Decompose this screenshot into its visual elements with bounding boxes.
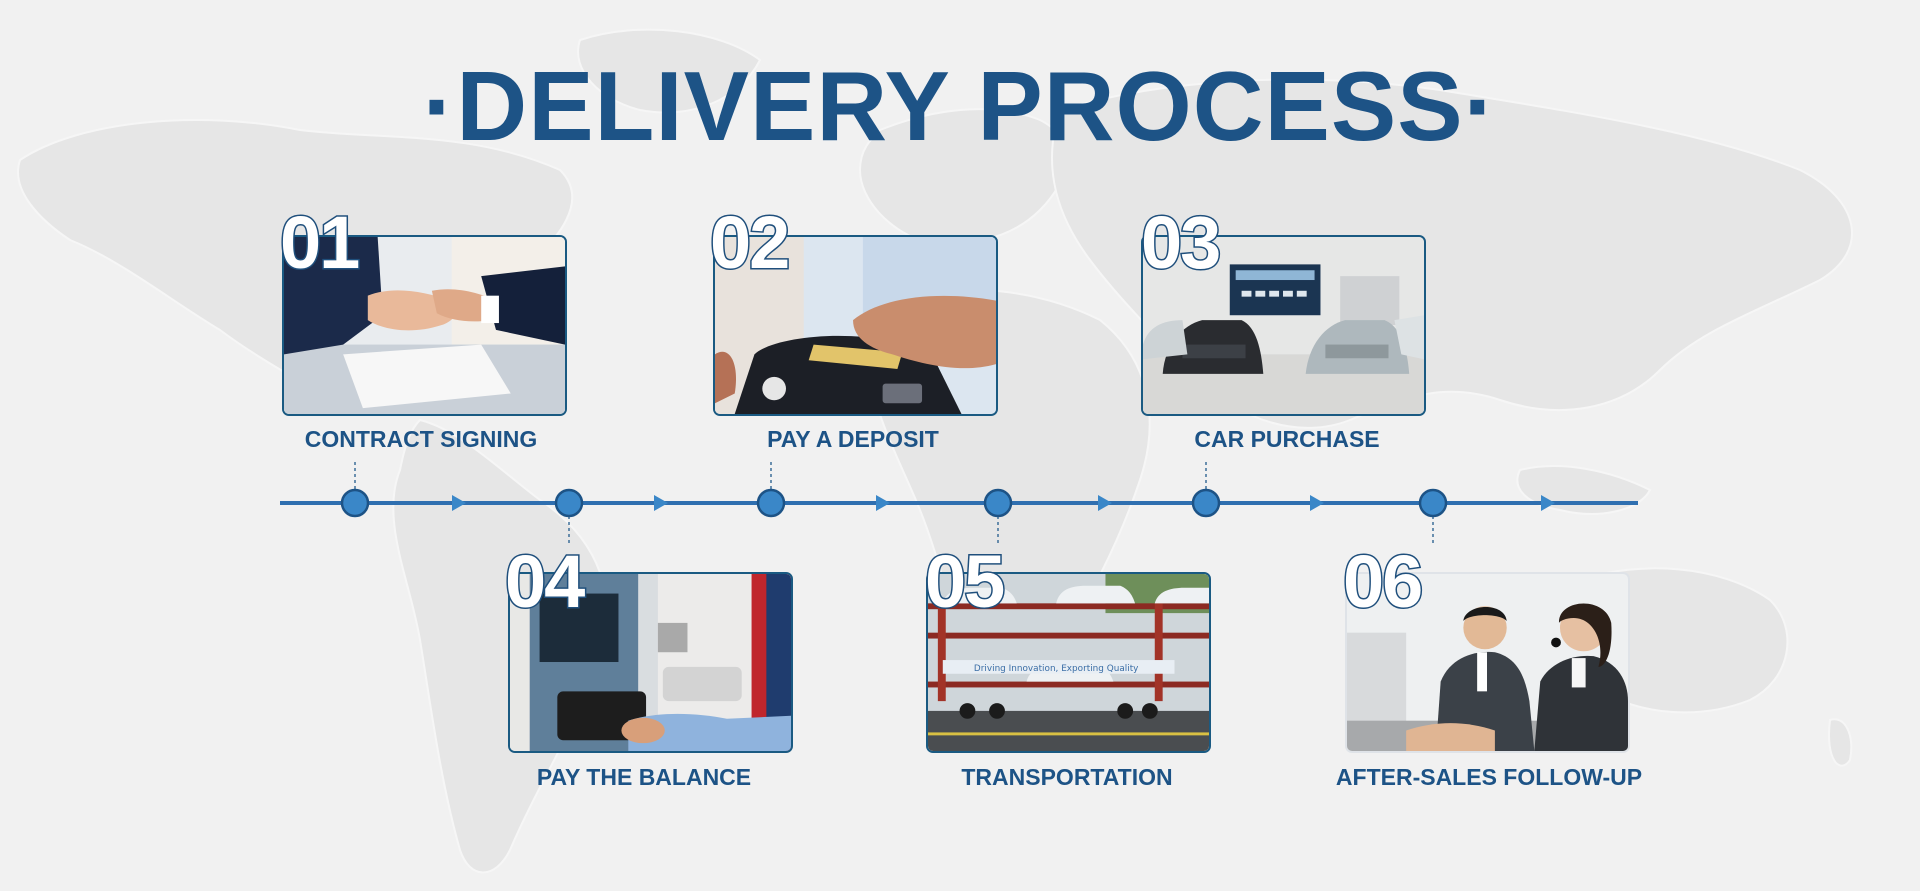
car-showroom-photo [1141, 235, 1426, 416]
step-label: PAY A DEPOSIT [767, 426, 939, 452]
step-label: CAR PURCHASE [1194, 426, 1380, 452]
timeline-node-06 [1418, 488, 1448, 518]
timeline-arrow [876, 495, 890, 511]
title-text: DELIVERY PROCESS [456, 51, 1464, 161]
step-number: 01 [278, 201, 361, 284]
step-label: CONTRACT SIGNING [304, 426, 538, 452]
timeline-arrow [1098, 495, 1112, 511]
step-label: TRANSPORTATION [961, 764, 1173, 790]
step-number: 02 [708, 201, 791, 284]
timeline-arrow [1541, 495, 1555, 511]
handshake-photo [282, 235, 567, 416]
timeline-connectors [354, 462, 1434, 546]
timeline-node-01 [340, 488, 370, 518]
car-carrier-truck-photo: Driving Innovation, Exporting Quality [926, 572, 1211, 753]
title-dot-right: · [1463, 51, 1498, 161]
truck-banner-text: Driving Innovation, Exporting Quality [974, 664, 1138, 674]
step-label: AFTER-SALES FOLLOW-UP [1335, 764, 1643, 790]
timeline-node-02 [756, 488, 786, 518]
timeline-nodes [340, 488, 1448, 518]
step-number: 03 [1139, 201, 1222, 284]
card-payment-photo [713, 235, 998, 416]
timeline-arrow [452, 495, 466, 511]
step-label: PAY THE BALANCE [536, 764, 752, 790]
atm-photo [508, 572, 793, 753]
page-title: ·DELIVERY PROCESS· [0, 50, 1920, 162]
timeline-node-04 [554, 488, 584, 518]
step-number: 04 [503, 540, 586, 623]
timeline-node-03 [1191, 488, 1221, 518]
step-number: 06 [1341, 540, 1424, 623]
step-number: 05 [923, 540, 1006, 623]
title-dot-left: · [422, 51, 457, 161]
timeline-node-05 [983, 488, 1013, 518]
timeline-arrow [654, 495, 668, 511]
timeline-arrows [452, 495, 1555, 511]
timeline-arrow [1310, 495, 1324, 511]
customer-service-photo [1345, 572, 1630, 753]
